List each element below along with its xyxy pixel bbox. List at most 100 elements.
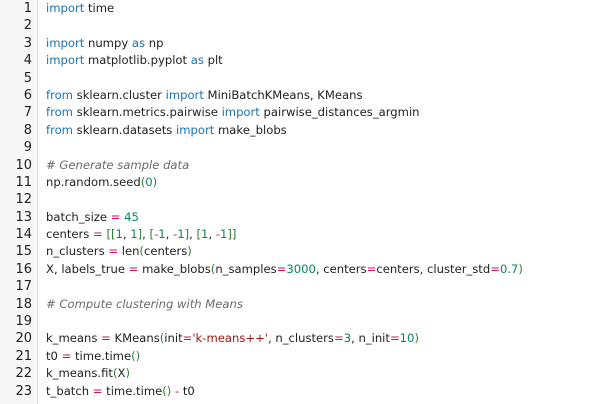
code-token: - [154,227,159,242]
line-number: 12 [15,192,32,208]
line-number: 21 [15,348,32,364]
code-token: 3 [343,331,352,346]
code-line[interactable]: 22 k_means.fit(X) [0,365,600,382]
code-token: from [46,122,73,137]
code-token: import [165,87,204,102]
code-text: from sklearn.datasets import make_blobs [46,122,287,139]
code-token: , centers [315,261,367,276]
code-token: ) [125,366,130,381]
line-number: 4 [23,53,32,69]
code-line[interactable]: 10 # Generate sample data [0,157,600,174]
code-line[interactable]: 4 import matplotlib.pyplot as plt [0,52,600,69]
line-number: 22 [15,366,32,382]
code-token: k_means [46,331,102,346]
code-token: make_blobs [138,261,211,276]
code-line[interactable]: 19 [0,313,600,330]
code-token: make_blobs [214,122,287,137]
code-token: 1 [115,227,123,242]
code-token: ( [140,174,146,189]
code-token: [ [196,227,202,242]
code-token: 1 [177,227,185,242]
code-text: np.random.seed(0) [46,174,157,191]
code-line[interactable]: 9 [0,139,600,156]
code-line[interactable]: 14 centers = [[1, 1], [-1, -1], [1, -1]] [0,226,600,243]
code-text: from sklearn.metrics.pairwise import pai… [46,104,420,121]
line-number: 18 [15,296,32,312]
line-number: 14 [15,227,32,243]
code-token: as [190,53,204,68]
code-token: sklearn.datasets [72,122,177,137]
code-token: - [173,227,178,242]
code-text: import matplotlib.pyplot as plt [46,52,223,69]
code-token: import [46,35,85,50]
code-token: = [389,331,400,346]
code-token: ) [152,174,158,189]
line-number: 19 [15,314,32,330]
code-token: ]] [227,227,237,242]
code-token: = [333,331,344,346]
code-token: # Compute clustering with Means [46,296,243,311]
code-text: X, labels_true = make_blobs(n_samples=30… [46,261,523,278]
code-token: ) [414,331,419,346]
code-token: X, labels_true [46,261,129,276]
code-token: as [131,35,146,50]
code-text: k_means.fit(X) [46,365,130,382]
line-number: 17 [15,279,32,295]
line-number: 13 [15,209,32,225]
code-token: X [117,366,126,381]
code-token: - [215,227,220,242]
code-token: ) [187,244,192,259]
code-text: # Generate sample data [46,157,189,174]
code-token: import [176,122,215,137]
code-token: 3000 [286,261,316,276]
code-token: = [490,261,500,276]
code-token: = [366,261,377,276]
code-line[interactable]: 12 [0,191,600,208]
code-token: centers [143,244,188,259]
code-line[interactable]: 18 # Compute clustering with Means [0,296,600,313]
line-number: 2 [23,18,32,34]
line-number: 20 [15,331,32,347]
code-token: () [131,348,141,363]
code-token: 'k-means++' [192,331,268,346]
code-token: 1 [201,227,209,242]
code-token: 1 [130,227,138,242]
line-number: 6 [23,87,32,103]
code-token: matplotlib.pyplot [84,53,191,68]
code-line[interactable]: 17 [0,278,600,295]
code-token: ( [210,261,216,276]
code-token: np [145,35,164,50]
code-token: = [276,261,287,276]
code-line[interactable]: 5 [0,70,600,87]
code-token: centers [46,227,94,242]
code-token: = [128,261,139,276]
code-token: init [164,331,183,346]
line-number: 23 [15,383,32,399]
code-token: t0 [46,348,62,363]
code-line[interactable]: 2 [0,17,600,34]
line-number: 5 [23,70,32,86]
code-token: k_means.fit [46,366,113,381]
code-token: , [142,227,150,242]
code-token: time [84,1,115,15]
code-token: time.time [102,383,163,398]
code-token: ( [139,244,144,259]
code-token: t_batch [46,383,93,398]
code-text: centers = [[1, 1], [-1, -1], [1, -1]] [46,226,236,243]
line-number: 10 [15,157,32,173]
code-token: len [118,244,140,259]
code-token: , [189,227,197,242]
